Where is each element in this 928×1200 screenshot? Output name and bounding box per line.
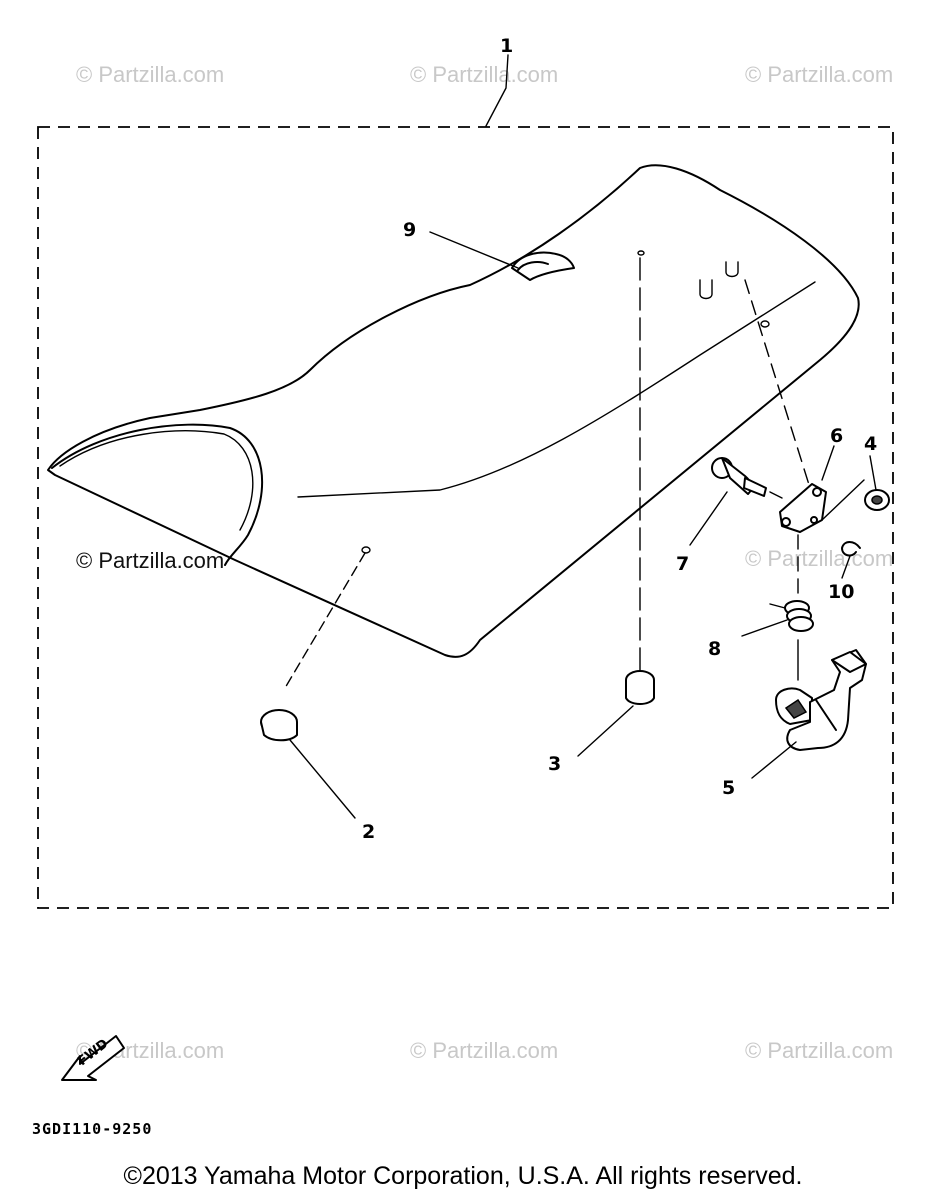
callout-8: 8 [708,638,721,660]
spring-end [769,603,786,609]
leader-line-7 [689,491,728,546]
leader-line-10 [841,555,851,579]
assembly-line-4 [821,479,865,521]
watermark: © Partzilla.com [76,62,224,87]
lock-lever-5 [775,649,867,751]
damper-3 [625,670,655,705]
callout-5: 5 [722,777,735,799]
leader-line-9 [429,231,519,269]
assembly-line-2 [284,552,366,689]
watermark-dark: © Partzilla.com [76,548,224,573]
watermark: © Partzilla.com [410,62,558,87]
callout-2: 2 [362,821,375,843]
watermark: © Partzilla.com [745,546,893,571]
callout-4: 4 [864,433,877,455]
clip-10 [841,541,861,557]
seat-assembly [47,164,860,658]
callout-10: 10 [828,581,854,603]
callout-3: 3 [548,753,561,775]
leader-line-1 [485,54,509,127]
leader-line-2 [289,739,356,819]
damper-2 [260,709,298,742]
assembly-line-6 [744,279,811,489]
leader-line-4 [869,455,877,491]
leader-line-6 [821,445,835,481]
watermark: © Partzilla.com [410,1038,558,1063]
spring-8 [784,600,814,632]
copyright-notice: ©2013 Yamaha Motor Corporation, U.S.A. A… [124,1162,803,1190]
watermark: © Partzilla.com [745,1038,893,1063]
bracket-6 [779,483,827,533]
callout-9: 9 [403,219,416,241]
diagram-code: 3GDI110-9250 [32,1120,152,1138]
callout-7: 7 [676,553,689,575]
leader-line-8 [741,619,788,637]
leader-line-5 [751,741,797,779]
leader-line-3 [577,705,634,757]
assembly-boundary [37,126,894,909]
callout-1: 1 [500,35,513,57]
bolt-axis [769,491,783,499]
nut-4 [864,489,890,511]
watermark: © Partzilla.com [745,62,893,87]
callout-6: 6 [830,425,843,447]
bolt-7 [711,457,767,497]
